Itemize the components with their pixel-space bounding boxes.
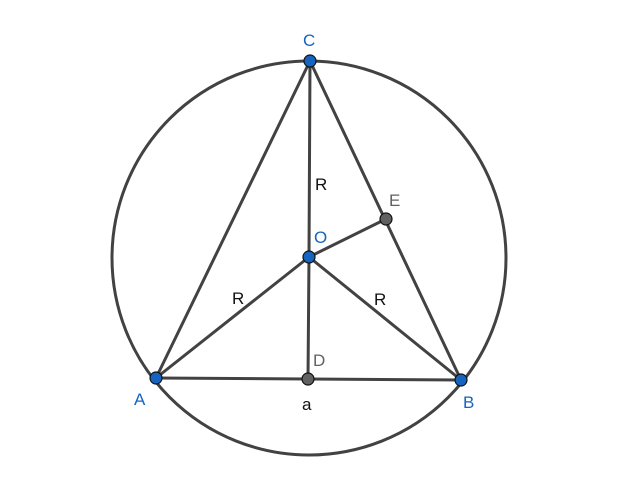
point-a[interactable] — [149, 371, 163, 385]
segment-oc — [307, 59, 312, 259]
segment-oe — [307, 217, 388, 259]
point-d[interactable] — [301, 372, 315, 386]
point-e[interactable] — [379, 212, 393, 226]
point-c[interactable] — [303, 54, 317, 68]
segment-ac — [154, 59, 312, 380]
label-b: B — [463, 393, 474, 412]
label-oa-length: R — [232, 289, 244, 308]
label-a: A — [134, 390, 146, 409]
segment-ob — [307, 255, 463, 382]
label-ob-length: R — [374, 290, 386, 309]
label-oc-length: R — [315, 175, 327, 194]
label-ab-length: a — [302, 395, 312, 414]
point-o[interactable] — [302, 250, 316, 264]
label-o: O — [314, 228, 327, 247]
segment-od — [306, 255, 311, 381]
point-b[interactable] — [454, 373, 468, 387]
label-c: C — [303, 31, 315, 50]
label-e: E — [389, 191, 400, 210]
label-d: D — [313, 351, 325, 370]
segment-oa — [154, 255, 311, 380]
